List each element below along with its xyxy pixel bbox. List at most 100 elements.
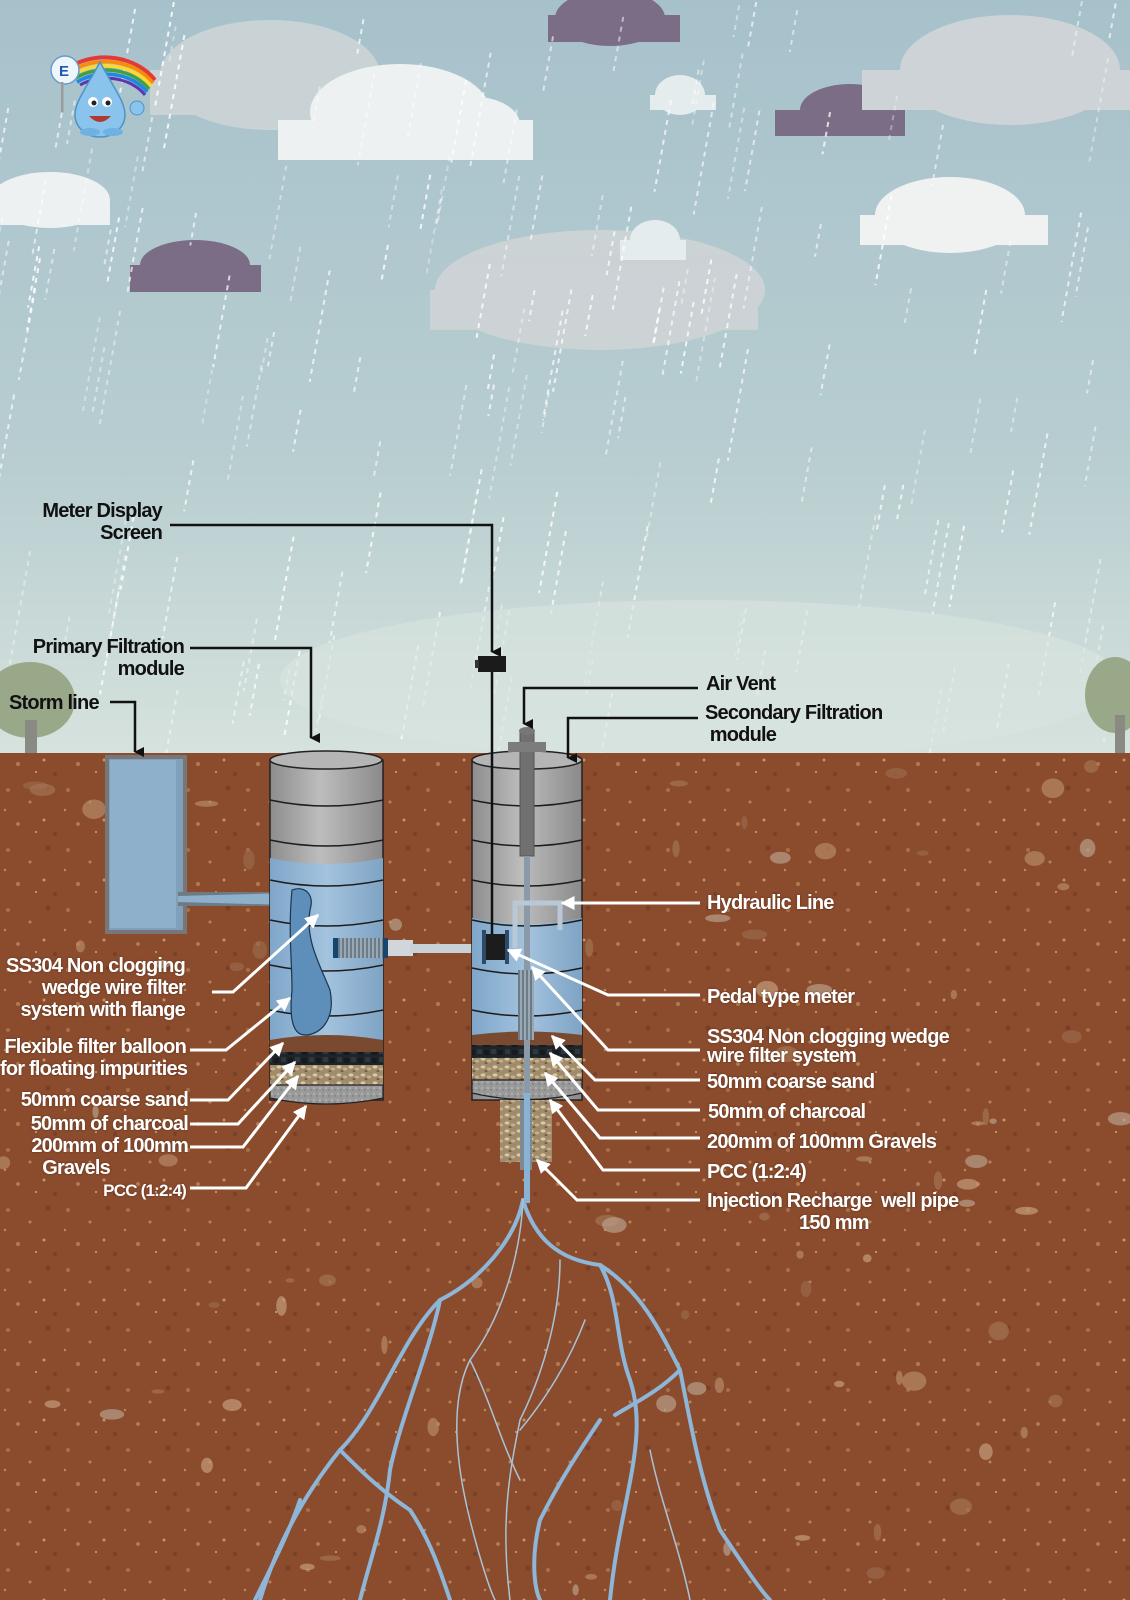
- soil-stone: [982, 1108, 990, 1126]
- rain-streak: [679, 301, 695, 374]
- label-line: Primary Filtration: [32, 636, 185, 658]
- soil-stone: [769, 851, 791, 864]
- rain-streak: [72, 148, 94, 251]
- soil-stone: [611, 1499, 623, 1512]
- soil-stone: [988, 1321, 1009, 1341]
- label-line: Meter Display: [42, 500, 162, 522]
- rain-streak: [488, 387, 511, 499]
- rain-streak: [183, 460, 195, 512]
- soil-stone: [285, 1278, 295, 1283]
- soil-stone: [1107, 1112, 1130, 1126]
- rain-streak: [718, 273, 738, 372]
- soil-stone: [1020, 1426, 1028, 1439]
- rain-streak: [119, 506, 137, 590]
- rain-streak: [680, 268, 689, 307]
- rain-streak: [260, 337, 269, 375]
- horizon-haze: [280, 600, 1120, 760]
- soil-stone: [356, 1525, 367, 1534]
- rain-streak: [7, 551, 32, 671]
- label-left-coarse-sand: 50mm coarse sand: [20, 1089, 189, 1111]
- rain-streak: [26, 258, 41, 331]
- label-line: SS304 Non clogging wedge: [707, 1026, 950, 1048]
- cloud-icon: [0, 172, 110, 228]
- cloud-icon: [862, 15, 1130, 125]
- callout-leader-lines: [190, 896, 700, 1202]
- soil-stone: [800, 1280, 812, 1298]
- label-line: 200mm of 100mm: [31, 1135, 188, 1157]
- rain-streak: [529, 175, 544, 242]
- rain-streak: [81, 317, 101, 416]
- rain-streak: [690, 60, 705, 127]
- rain-streak: [105, 217, 121, 287]
- label-primary-filtration-module: Primary Filtration module: [0, 636, 185, 680]
- rain-streak: [380, 244, 389, 283]
- soil-stone: [873, 1523, 882, 1541]
- label-meter-display-screen: Meter Display Screen: [10, 500, 162, 544]
- rain-streak: [875, 484, 886, 534]
- rain-streak: [245, 365, 263, 447]
- label-line: wire filter system: [707, 1045, 857, 1067]
- rain-streak: [450, 80, 468, 163]
- soil-stone: [965, 1154, 988, 1168]
- rain-streak: [328, 571, 344, 644]
- soil-stone: [669, 780, 688, 787]
- rain-streak: [164, 689, 179, 761]
- label-right-charcoal: 50mm of charcoal: [708, 1101, 866, 1123]
- rain-streak: [500, 175, 521, 277]
- soil-stone: [0, 1156, 11, 1170]
- rain-streak: [887, 95, 899, 141]
- primary-filtration-module: [269, 750, 384, 1105]
- rain-streak: [486, 354, 496, 392]
- cloud-icon: [650, 75, 716, 115]
- rain-streak: [746, 1, 758, 51]
- rain-streak: [231, 661, 245, 724]
- soil-stone: [796, 1250, 804, 1259]
- soil-stone: [319, 1274, 336, 1287]
- soil-stone: [956, 1178, 979, 1190]
- rain-streak: [125, 207, 144, 296]
- soil-stone: [585, 1573, 598, 1580]
- label-line: Secondary Filtration: [705, 702, 883, 724]
- rain-streak: [788, 10, 799, 53]
- label-line: module: [117, 658, 185, 680]
- tree-icon: [1085, 657, 1130, 760]
- rain-streak: [491, 517, 505, 578]
- soil-stone: [755, 980, 779, 998]
- soil-stone: [856, 1156, 873, 1162]
- top-leader-lines: [110, 523, 698, 763]
- rain-streak: [1083, 426, 1097, 487]
- rain-streak: [61, 616, 71, 655]
- soil-stone: [252, 940, 268, 959]
- soil-stone: [681, 1309, 690, 1320]
- label-line: wedge wire filter: [41, 977, 186, 999]
- rain-streak: [104, 555, 127, 667]
- label-line: module: [705, 724, 777, 746]
- air-vent-leader: [522, 686, 698, 729]
- soil-stone: [979, 1443, 993, 1461]
- rain-streak: [1000, 240, 1012, 294]
- rain-streak: [552, 289, 573, 392]
- rain-streak: [102, 229, 112, 270]
- rain-streak: [436, 156, 451, 222]
- soil-stone: [741, 815, 748, 830]
- rain-streak: [425, 189, 443, 273]
- rain-streak: [538, 491, 559, 593]
- label-line: for floating impurities: [0, 1058, 188, 1080]
- rain-streak: [726, 349, 749, 461]
- rain-streak: [167, 26, 177, 64]
- dark-cloud-icon: [130, 240, 261, 292]
- rain-streak: [1009, 397, 1019, 436]
- soil-stone: [714, 1377, 725, 1393]
- soil-stone: [158, 1154, 178, 1167]
- rain-streak: [387, 175, 399, 228]
- soil-stone: [885, 768, 908, 779]
- label-left-pcc: PCC (1:2:4): [103, 1181, 187, 1200]
- injection-recharge-well-pipe: [500, 1093, 552, 1203]
- soil-stone: [601, 1217, 627, 1233]
- groundwater-roots: [253, 1198, 772, 1600]
- label-pedal-type-meter: Pedal type meter: [707, 986, 855, 1008]
- rain-streak: [161, 557, 179, 639]
- soil-stone: [916, 850, 929, 856]
- rain-streak: [931, 124, 945, 187]
- soil-stone: [194, 800, 219, 807]
